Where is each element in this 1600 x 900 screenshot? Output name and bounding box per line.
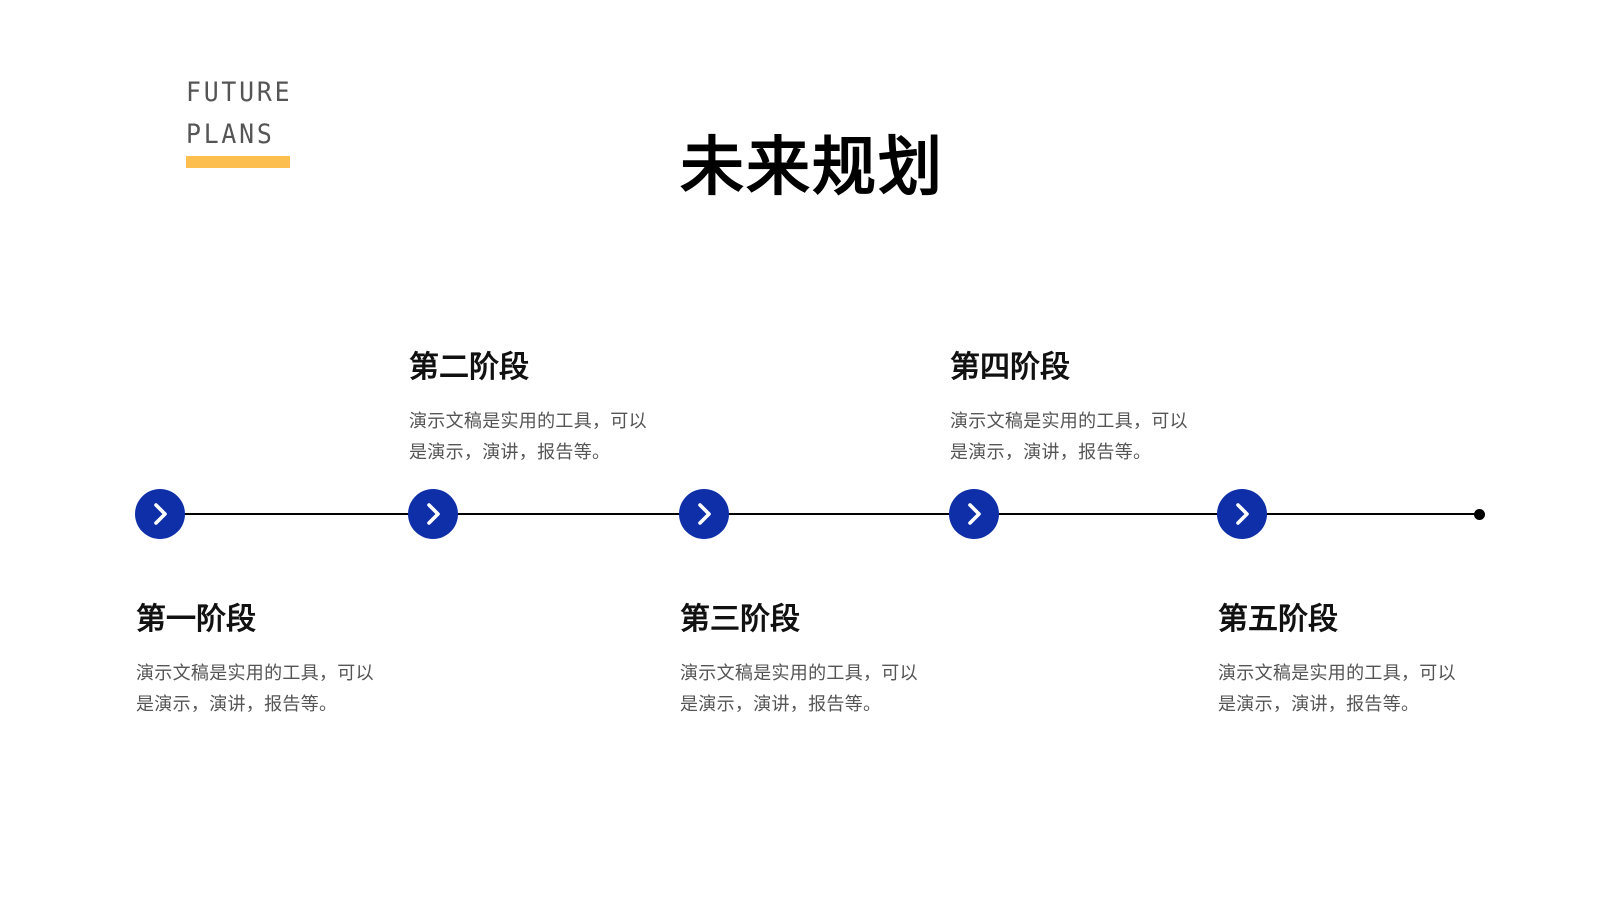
chevron-right-icon	[427, 503, 440, 525]
logo-line-plans: PLANS	[186, 119, 275, 150]
stage-4-desc: 演示文稿是实用的工具，可以 是演示，演讲，报告等。	[950, 411, 1188, 463]
stage-4-title: 第四阶段	[950, 350, 1070, 385]
stage-5-title: 第五阶段	[1218, 602, 1338, 637]
stage-5: 第五阶段 演示文稿是实用的工具，可以 是演示，演讲，报告等。	[1218, 600, 1518, 720]
stage-3: 第三阶段 演示文稿是实用的工具，可以 是演示，演讲，报告等。	[680, 600, 980, 720]
chevron-right-icon	[154, 503, 167, 525]
chevron-right-icon	[698, 503, 711, 525]
logo-line-future: FUTURE	[186, 77, 293, 108]
chevron-right-icon	[968, 503, 981, 525]
timeline-line	[160, 513, 1480, 515]
stage-2: 第二阶段 演示文稿是实用的工具，可以 是演示，演讲，报告等。	[409, 348, 709, 468]
stage-2-title: 第二阶段	[409, 350, 529, 385]
timeline-node-2	[408, 489, 458, 539]
stage-4: 第四阶段 演示文稿是实用的工具，可以 是演示，演讲，报告等。	[950, 348, 1250, 468]
chevron-right-icon	[1236, 503, 1249, 525]
timeline-node-1	[135, 489, 185, 539]
stage-3-desc: 演示文稿是实用的工具，可以 是演示，演讲，报告等。	[680, 663, 918, 715]
page-title: 未来规划	[680, 131, 944, 205]
stage-1-desc: 演示文稿是实用的工具，可以 是演示，演讲，报告等。	[136, 663, 374, 715]
stage-1: 第一阶段 演示文稿是实用的工具，可以 是演示，演讲，报告等。	[136, 600, 436, 720]
stage-1-title: 第一阶段	[136, 602, 256, 637]
timeline-end-dot	[1474, 509, 1485, 520]
timeline-node-4	[949, 489, 999, 539]
logo-accent-bar	[186, 156, 290, 168]
timeline-node-3	[679, 489, 729, 539]
stage-5-desc: 演示文稿是实用的工具，可以 是演示，演讲，报告等。	[1218, 663, 1456, 715]
stage-3-title: 第三阶段	[680, 602, 800, 637]
timeline-node-5	[1217, 489, 1267, 539]
stage-2-desc: 演示文稿是实用的工具，可以 是演示，演讲，报告等。	[409, 411, 647, 463]
logo: FUTURE PLANS	[186, 72, 296, 156]
